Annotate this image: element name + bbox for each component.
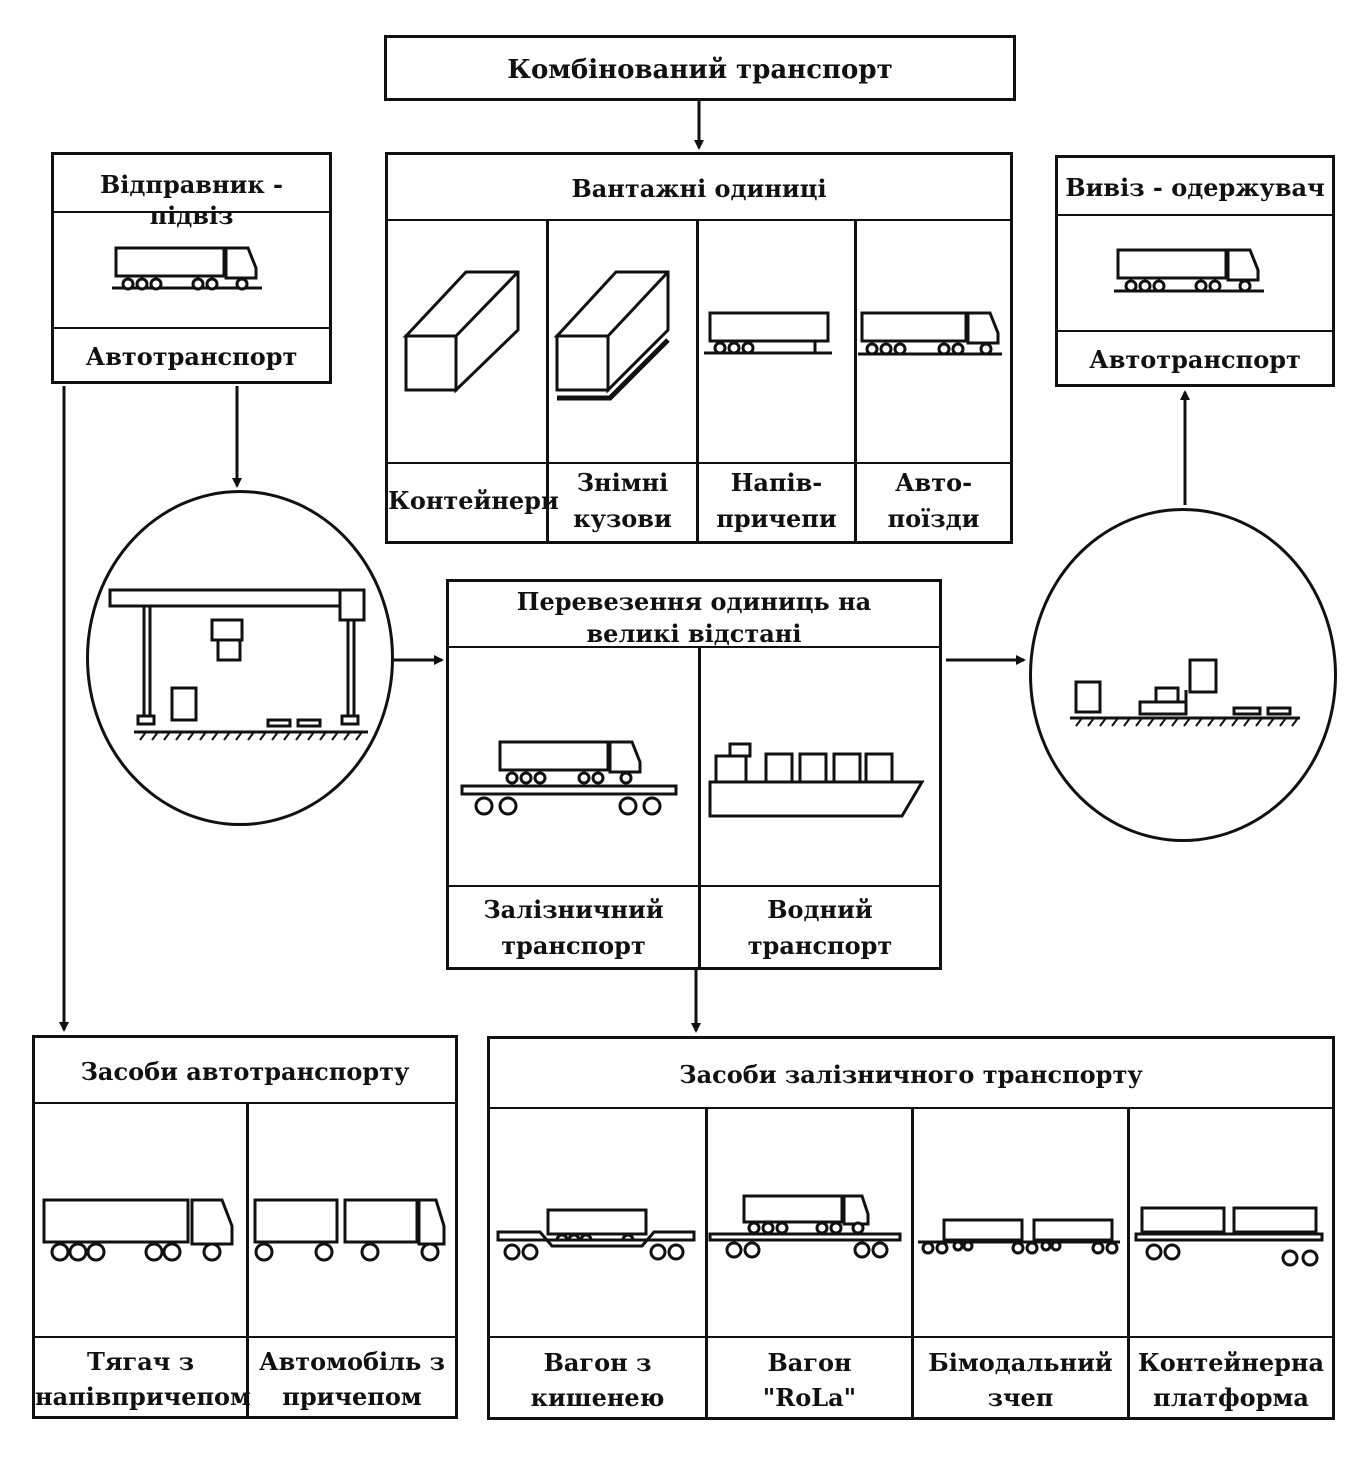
cargo-label-train-2: поїзди bbox=[887, 504, 980, 533]
longhaul-water-1: Водний bbox=[767, 895, 873, 924]
rail-pocket-2: кишенею bbox=[530, 1383, 665, 1412]
forklift-terminal-icon bbox=[1070, 658, 1300, 727]
road-train-icon bbox=[858, 311, 1002, 356]
road-tractor-1: Тягач з bbox=[86, 1347, 195, 1376]
cargo-label-swap-1: Знімні bbox=[576, 468, 669, 497]
combined-transport-title: Комбінований транспорт bbox=[507, 55, 893, 85]
rail-means-title: Засоби залізничного транспорту bbox=[679, 1060, 1143, 1089]
road-trailer-2: причепом bbox=[282, 1382, 422, 1411]
rail-platform-1: Контейнерна bbox=[1137, 1348, 1325, 1377]
road-means-title: Засоби автотранспорту bbox=[80, 1057, 410, 1086]
combined-transport-box: Комбінований транспорт bbox=[384, 35, 1016, 101]
rail-bimodal-1: Бімодальний bbox=[928, 1348, 1113, 1377]
receiver-title: Вивіз - одержувач bbox=[1065, 173, 1325, 202]
semitrailer-icon bbox=[704, 311, 832, 355]
receiver-label: Автотранспорт bbox=[1089, 345, 1301, 374]
swap-body-icon bbox=[553, 270, 670, 401]
road-tractor-2: напівпричепом bbox=[35, 1382, 251, 1411]
truck-icon bbox=[112, 246, 262, 291]
container-icon bbox=[402, 270, 520, 394]
rail-pocket-1: Вагон з bbox=[543, 1348, 652, 1377]
road-trailer-1: Автомобіль з bbox=[259, 1347, 445, 1376]
cargo-label-swap-2: кузови bbox=[573, 504, 672, 533]
arrows bbox=[59, 101, 1190, 1033]
cargo-label-semi-1: Напів- bbox=[730, 468, 823, 497]
terminal-right-circle bbox=[1029, 508, 1337, 842]
rail-wagon-truck-icon bbox=[460, 740, 678, 816]
ship-icon bbox=[708, 742, 925, 818]
longhaul-rail-1: Залізничний bbox=[483, 895, 664, 924]
cargo-label-semi-2: причепи bbox=[716, 504, 837, 533]
cargo-label-containers: Контейнери bbox=[388, 486, 559, 515]
cargo-label-train-1: Авто- bbox=[894, 468, 973, 497]
bimodal-train-icon bbox=[918, 1218, 1120, 1255]
truck-trailer-icon bbox=[253, 1198, 446, 1262]
sender-label: Автотранспорт bbox=[85, 342, 298, 371]
rail-bimodal-2: зчеп bbox=[987, 1383, 1054, 1412]
pocket-wagon-icon bbox=[496, 1208, 696, 1261]
longhaul-title-1: Перевезення одиниць на bbox=[516, 587, 872, 616]
rail-rola-2: "RoLa" bbox=[762, 1383, 857, 1412]
truck-icon bbox=[1114, 248, 1264, 293]
longhaul-water-2: транспорт bbox=[747, 931, 893, 960]
gantry-crane-icon bbox=[108, 588, 368, 741]
container-platform-icon bbox=[1134, 1206, 1324, 1267]
longhaul-title-2: великі відстані bbox=[586, 619, 802, 648]
longhaul-rail-2: транспорт bbox=[501, 931, 646, 960]
rail-platform-2: платформа bbox=[1153, 1383, 1309, 1412]
cargo-units-title: Вантажні одиниці bbox=[571, 174, 827, 203]
sender-title: Відправник - підвіз bbox=[100, 170, 283, 231]
rail-rola-1: Вагон bbox=[767, 1348, 852, 1377]
rola-wagon-icon bbox=[708, 1194, 902, 1259]
tractor-semitrailer-icon bbox=[42, 1198, 234, 1262]
